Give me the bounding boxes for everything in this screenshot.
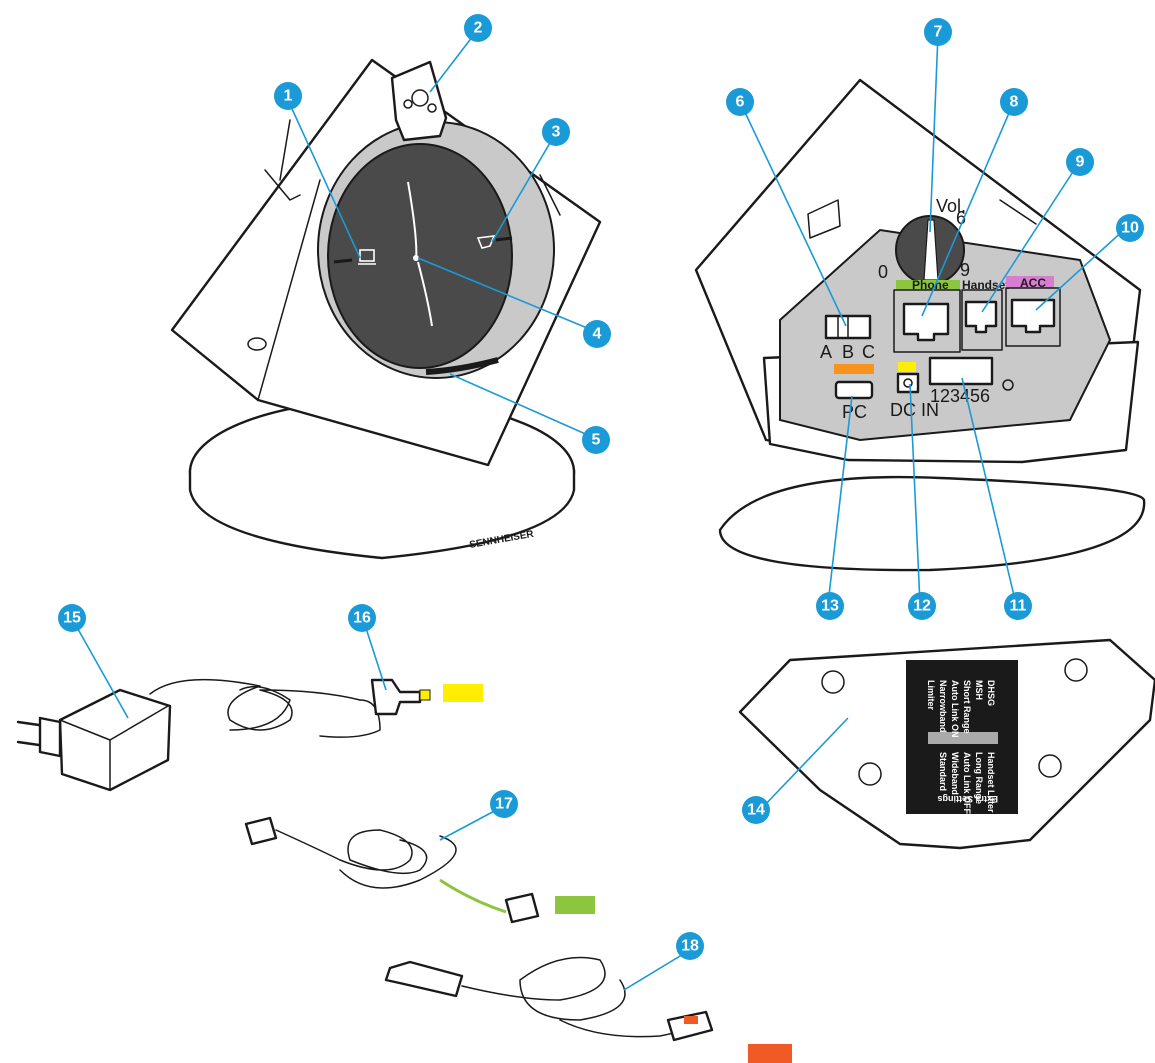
callout-14-num: 14	[747, 802, 765, 819]
callouts: 1 2 3 4 5 6 7 8 9 10 11 12 13 14 15 16 1…	[58, 14, 1144, 960]
base-station-back: Vol. 0 6 9 Phone Handset ACC A B C PC DC…	[694, 78, 1146, 572]
dc-plug	[370, 678, 422, 716]
callout-12: 12	[908, 592, 936, 620]
callout-11: 11	[1004, 592, 1032, 620]
switch-c: C	[862, 342, 875, 362]
dc-in-label: DC IN	[890, 400, 939, 420]
pc-port	[834, 380, 874, 400]
callout-16-num: 16	[353, 610, 371, 627]
switch-a: A	[820, 342, 832, 362]
base-station-front: SENNHEISER	[170, 58, 602, 560]
dc-in-port	[896, 372, 920, 394]
callout-8: 8	[1000, 88, 1028, 116]
phone-port-label: Phone	[912, 278, 949, 292]
yellow-swatch	[443, 684, 483, 702]
callout-4-num: 4	[593, 326, 602, 343]
callout-5-num: 5	[592, 432, 601, 449]
setting-left-5: Narrowband	[938, 680, 948, 733]
base-plate-rim	[188, 468, 576, 560]
dip-switch-block	[928, 356, 994, 386]
setting-left-4: Auto Link ON	[950, 680, 960, 738]
handset-jack	[964, 300, 998, 334]
callout-6-num: 6	[736, 94, 745, 111]
setting-right-1: Handset Lifter	[986, 752, 996, 813]
setting-right-5: Standard	[938, 752, 948, 791]
callout-1-num: 1	[284, 88, 293, 105]
rj-plug-right	[504, 892, 540, 924]
acc-jack	[1010, 298, 1056, 334]
callout-17-num: 17	[495, 796, 513, 813]
callout-8-num: 8	[1010, 94, 1019, 111]
callout-9: 9	[1066, 148, 1094, 176]
dc-color-tag	[898, 362, 916, 372]
extra-settings-title: Extra Settings	[937, 794, 998, 804]
callout-11-num: 11	[1010, 598, 1027, 615]
callout-15-num: 15	[63, 610, 81, 627]
usb-red-tag	[684, 1016, 698, 1024]
callout-13-num: 13	[821, 598, 839, 615]
callout-9-num: 9	[1076, 154, 1085, 171]
dc-plug-tip	[419, 689, 431, 701]
callout-12-num: 12	[913, 598, 931, 615]
setting-left-1: DHSG	[986, 680, 996, 706]
callout-2: 2	[464, 14, 492, 42]
callout-7: 7	[924, 18, 952, 46]
callout-10: 10	[1116, 214, 1144, 242]
callout-17: 17	[490, 790, 518, 818]
callout-18-num: 18	[681, 938, 699, 955]
callout-3-num: 3	[552, 124, 561, 141]
back-base-plate	[718, 475, 1146, 572]
callout-4: 4	[583, 320, 611, 348]
green-swatch	[555, 896, 595, 914]
acc-port-tab	[1006, 276, 1054, 288]
callout-14: 14	[742, 796, 770, 824]
phone-cable	[244, 816, 595, 924]
callout-13: 13	[816, 592, 844, 620]
dial-mark-0: 0	[878, 262, 888, 282]
extra-settings-label: Extra Settings DHSG MSH Short Range Auto…	[906, 660, 1018, 814]
callout-15: 15	[58, 604, 86, 632]
acc-port-label: ACC	[1020, 276, 1046, 290]
callout-5: 5	[582, 426, 610, 454]
setting-right-3: Auto Link OFF	[962, 752, 972, 814]
dip-numbers: 123456	[930, 386, 990, 406]
green-cable-end	[439, 878, 507, 914]
phone-port-tab	[896, 280, 960, 290]
phone-jack	[902, 302, 950, 342]
usb-micro-plug	[666, 1010, 714, 1042]
switch-b: B	[842, 342, 854, 362]
callout-2-num: 2	[474, 20, 483, 37]
setting-right-4: Wideband	[950, 752, 960, 795]
callout-3: 3	[542, 118, 570, 146]
usb-cable	[384, 956, 792, 1063]
vol-label: Vol.	[936, 196, 966, 216]
underside-view: Extra Settings DHSG MSH Short Range Auto…	[738, 638, 1155, 850]
orange-swatch	[748, 1044, 792, 1063]
power-supply	[16, 678, 483, 792]
callout-6: 6	[726, 88, 754, 116]
dial-mark-9: 9	[960, 260, 970, 280]
setting-left-2: MSH	[974, 680, 984, 700]
dial-face	[327, 143, 513, 369]
callout-10-num: 10	[1121, 220, 1139, 237]
usb-a-plug	[384, 960, 464, 998]
pc-label: PC	[842, 402, 867, 422]
headset-clip	[390, 60, 448, 142]
setting-left-6: Limiter	[926, 680, 936, 711]
power-cable	[149, 678, 361, 731]
pc-color-tag	[834, 364, 874, 374]
power-adapter	[58, 688, 172, 792]
setting-right-2: Long Range	[974, 752, 984, 804]
handset-port-tab	[962, 280, 1002, 290]
rj-plug-left	[244, 816, 278, 846]
setting-left-3: Short Range	[962, 680, 972, 734]
callout-18: 18	[676, 932, 704, 960]
leader-lines	[73, 31, 1127, 991]
dial-mark-6: 6	[956, 208, 966, 228]
callout-1: 1	[274, 82, 302, 110]
callout-7-num: 7	[934, 24, 943, 41]
callout-16: 16	[348, 604, 376, 632]
led-strip	[425, 357, 499, 375]
